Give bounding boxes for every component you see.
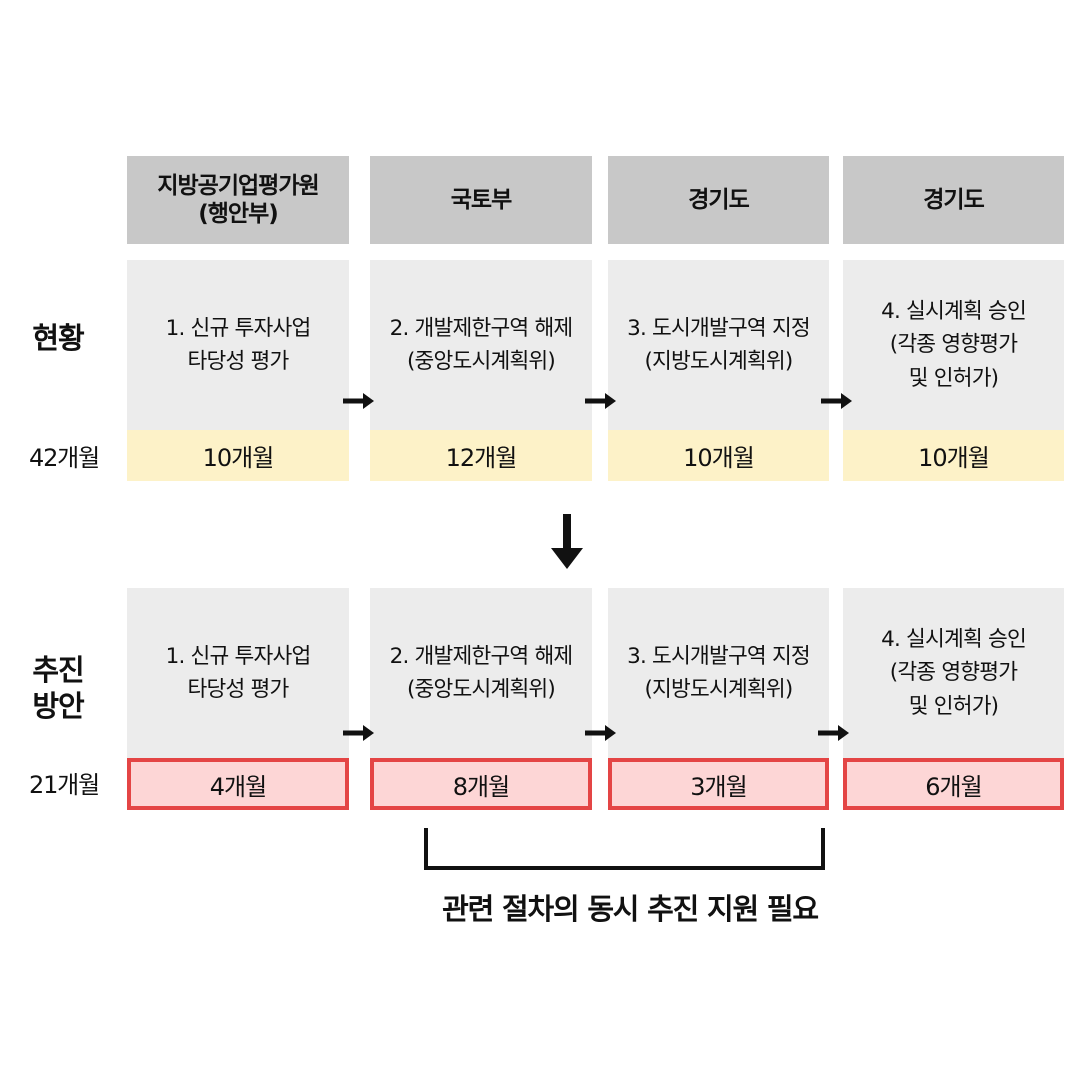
- total-duration-proposed: 21개월: [29, 770, 100, 799]
- duration-proposed-2: 8개월: [370, 758, 592, 810]
- right-arrow-icon: [343, 725, 374, 741]
- duration-current-3: 10개월: [608, 430, 829, 481]
- right-arrow-icon: [821, 393, 852, 409]
- header-agency-4: 경기도: [843, 156, 1064, 244]
- duration-proposed-3: 3개월: [608, 758, 829, 810]
- step-box-current-2: 2. 개발제한구역 해제(중앙도시계획위): [370, 260, 592, 430]
- header-agency-1: 지방공기업평가원(행안부): [127, 156, 349, 244]
- step-box-proposed-3: 3. 도시개발구역 지정(지방도시계획위): [608, 588, 829, 758]
- duration-current-1: 10개월: [127, 430, 349, 481]
- right-arrow-icon: [585, 393, 616, 409]
- row-label-current: 현황: [32, 320, 84, 355]
- step-box-current-3: 3. 도시개발구역 지정(지방도시계획위): [608, 260, 829, 430]
- total-duration-current: 42개월: [29, 444, 100, 472]
- step-box-proposed-2: 2. 개발제한구역 해제(중앙도시계획위): [370, 588, 592, 758]
- right-arrow-icon: [343, 393, 374, 409]
- duration-proposed-4: 6개월: [843, 758, 1064, 810]
- bracket-caption: 관련 절차의 동시 추진 지원 필요: [442, 892, 819, 926]
- right-arrow-icon: [818, 725, 849, 741]
- right-arrow-icon: [585, 725, 616, 741]
- bracket: [424, 828, 825, 870]
- duration-current-2: 12개월: [370, 430, 592, 481]
- header-agency-3: 경기도: [608, 156, 829, 244]
- down-arrow-icon: [551, 514, 583, 569]
- duration-proposed-1: 4개월: [127, 758, 349, 810]
- duration-current-4: 10개월: [843, 430, 1064, 481]
- header-agency-2: 국토부: [370, 156, 592, 244]
